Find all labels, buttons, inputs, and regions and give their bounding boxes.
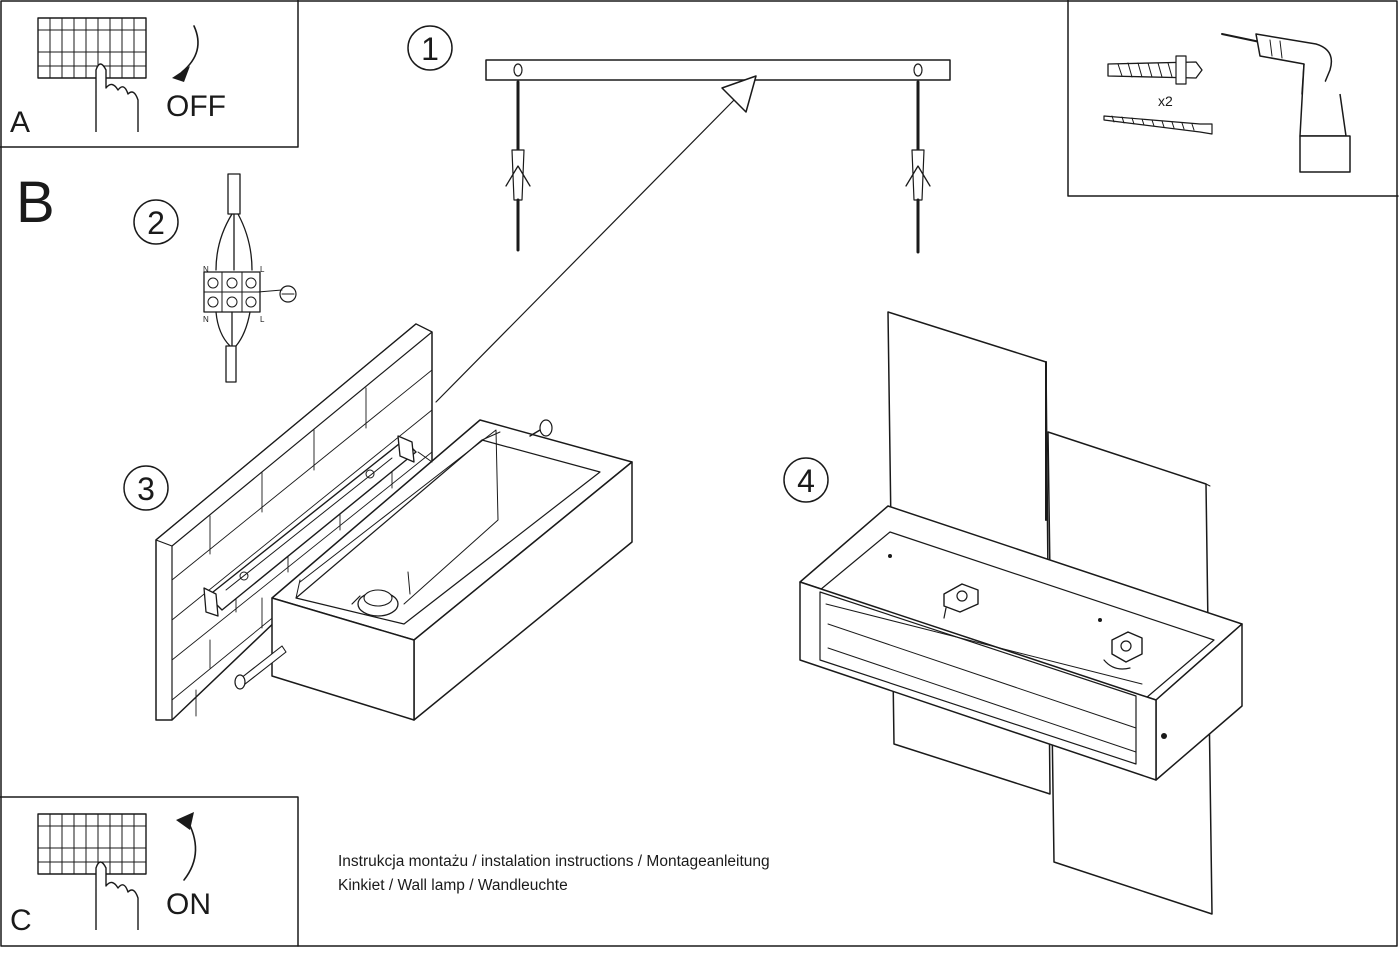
tools-panel: x2 bbox=[1067, 0, 1399, 197]
arrow-down-icon bbox=[181, 25, 199, 73]
arrow-head-icon bbox=[172, 66, 190, 82]
step-3-circle bbox=[123, 465, 169, 511]
panel-c-border bbox=[0, 796, 299, 947]
step-2-circle bbox=[133, 199, 179, 245]
wall-gap-line bbox=[417, 451, 433, 463]
drill-icon bbox=[1221, 33, 1351, 173]
panel-c-power-on: C ON bbox=[0, 796, 299, 947]
bar-hole-left bbox=[513, 63, 523, 77]
screw-icon bbox=[1103, 115, 1213, 135]
panel-c-letter: C bbox=[10, 904, 32, 937]
step-4-circle bbox=[783, 457, 829, 503]
bolt-icon-right bbox=[1103, 631, 1143, 670]
mounting-bar bbox=[485, 59, 951, 81]
fixing-screw-icon bbox=[234, 645, 287, 690]
off-label: OFF bbox=[166, 90, 226, 123]
assembly-arrow-line bbox=[435, 95, 739, 403]
brick-wall bbox=[155, 323, 433, 721]
on-label: ON bbox=[166, 888, 211, 921]
terminal-n-top: N bbox=[203, 265, 209, 274]
step-1-number: 1 bbox=[421, 31, 439, 67]
bar-hole-right bbox=[913, 63, 923, 77]
step-2-wiring: 2 N L N L bbox=[133, 173, 297, 383]
terminal-n-bottom: N bbox=[203, 315, 209, 324]
instructions-caption: Instrukcja montażu / instalation instruc… bbox=[338, 850, 770, 898]
terminal-l-top: L bbox=[260, 265, 265, 274]
fuse-box-icon bbox=[37, 813, 147, 875]
bulb-socket-icon bbox=[351, 571, 411, 617]
caption-line-1: Instrukcja montażu / instalation instruc… bbox=[338, 853, 770, 870]
tools-panel-border bbox=[1067, 0, 1399, 197]
rear-screw-icon bbox=[529, 419, 553, 437]
wall-plug-icon bbox=[1107, 55, 1203, 85]
panel-a-letter: A bbox=[10, 106, 30, 139]
step-4-assembled: 4 bbox=[783, 311, 1243, 915]
ground-icon bbox=[279, 285, 297, 303]
step-1-bracket: 1 bbox=[407, 25, 951, 254]
step-2-number: 2 bbox=[147, 205, 165, 241]
fuse-box-icon bbox=[37, 17, 147, 79]
panel-b-letter: B bbox=[16, 170, 55, 235]
screw-and-plug-right bbox=[905, 80, 931, 254]
panel-a-power-off: A OFF bbox=[0, 0, 299, 148]
caption-line-2: Kinkiet / Wall lamp / Wandleuchte bbox=[338, 877, 568, 894]
bolt-icon-left bbox=[943, 583, 979, 619]
step-1-circle bbox=[407, 25, 453, 71]
step-3-number: 3 bbox=[137, 471, 155, 507]
hand-icon bbox=[95, 861, 139, 930]
hand-icon bbox=[95, 63, 139, 132]
quantity-label: x2 bbox=[1158, 93, 1173, 109]
panel-a-border bbox=[0, 0, 299, 148]
terminal-l-bottom: L bbox=[260, 315, 265, 324]
wall-bracket bbox=[203, 435, 417, 617]
lamp-cable bbox=[225, 345, 237, 383]
arrow-head-icon bbox=[176, 812, 194, 830]
terminal-block bbox=[203, 271, 261, 313]
screw-and-plug-left bbox=[505, 80, 531, 252]
assembly-arrow-head bbox=[721, 75, 757, 113]
step-3-mounting: 3 bbox=[123, 323, 633, 721]
supply-cable bbox=[227, 173, 241, 215]
lamp-housing bbox=[271, 419, 633, 721]
supply-wires bbox=[215, 213, 253, 271]
ground-wire bbox=[257, 289, 283, 293]
step-4-number: 4 bbox=[797, 463, 815, 499]
lamp-wires bbox=[215, 311, 251, 347]
